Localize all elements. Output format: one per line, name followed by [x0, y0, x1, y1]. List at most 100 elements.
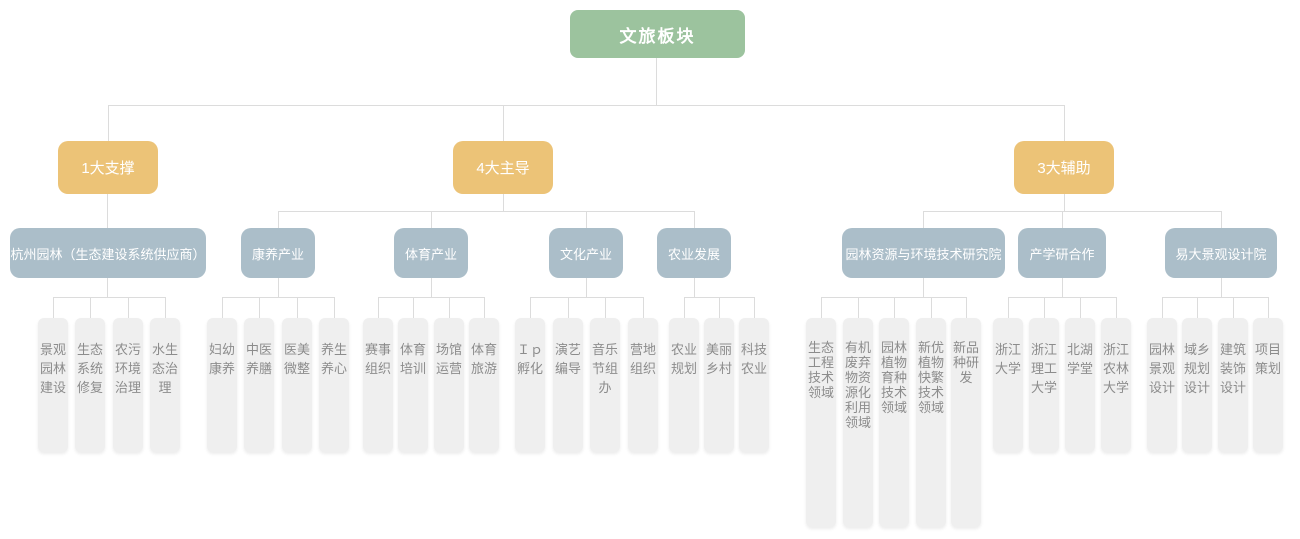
connector-line	[1044, 297, 1045, 318]
connector-line	[53, 297, 54, 318]
connector-line	[297, 297, 298, 318]
connector-line	[431, 211, 432, 228]
leaf-node: 营地组织	[628, 318, 658, 452]
leaf-node: 生态工程技术领域	[806, 318, 836, 527]
leaf-node: 生态系统修复	[75, 318, 105, 452]
leaf-node: 园林植物育种技术领域	[879, 318, 909, 527]
connector-line	[1080, 297, 1081, 318]
connector-line	[334, 297, 335, 318]
leaf-node: 浙江大学	[993, 318, 1023, 452]
connector-line	[222, 297, 223, 318]
connector-line	[484, 297, 485, 318]
connector-line	[278, 278, 279, 297]
connector-line	[503, 194, 504, 211]
connector-line	[923, 211, 924, 228]
connector-line	[923, 278, 924, 297]
leaf-node: 演艺编导	[553, 318, 583, 452]
leaf-node: 中医养膳	[244, 318, 274, 452]
connector-line	[754, 297, 755, 318]
leaf-node: 音乐节组办	[590, 318, 620, 452]
leaf-node: 医美微整	[282, 318, 312, 452]
connector-line	[431, 278, 432, 297]
section-node-health-industry: 康养产业	[241, 228, 315, 278]
leaf-node: 建筑装饰设计	[1218, 318, 1248, 452]
leaf-node: 新品种研发	[951, 318, 981, 527]
connector-line	[259, 297, 260, 318]
connector-line	[1116, 297, 1117, 318]
connector-line	[1162, 297, 1268, 298]
connector-line	[378, 297, 379, 318]
leaf-node: 域乡规划设计	[1182, 318, 1212, 452]
connector-line	[165, 297, 166, 318]
connector-line	[1221, 278, 1222, 297]
section-node-culture-industry: 文化产业	[549, 228, 623, 278]
connector-line	[821, 297, 966, 298]
leaf-node: 浙江理工大学	[1029, 318, 1059, 452]
connector-line	[931, 297, 932, 318]
connector-line	[966, 297, 967, 318]
connector-line	[503, 105, 504, 141]
connector-line	[1062, 278, 1063, 297]
leaf-node: 体育旅游	[469, 318, 499, 452]
branch-node-support: 1大支撑	[58, 141, 158, 194]
connector-line	[378, 297, 484, 298]
connector-line	[643, 297, 644, 318]
connector-line	[1062, 211, 1063, 228]
root-node: 文旅板块	[570, 10, 745, 58]
branch-node-leading: 4大主导	[453, 141, 553, 194]
leaf-node: 科技农业	[739, 318, 769, 452]
connector-line	[530, 297, 531, 318]
section-node-sports-industry: 体育产业	[394, 228, 468, 278]
connector-line	[684, 297, 685, 318]
leaf-node: 园林景观设计	[1147, 318, 1177, 452]
leaf-node: Ｉｐ孵化	[515, 318, 545, 452]
connector-line	[1221, 211, 1222, 228]
branch-node-auxiliary: 3大辅助	[1014, 141, 1114, 194]
connector-line	[278, 211, 279, 228]
leaf-node: 养生养心	[319, 318, 349, 452]
connector-line	[1268, 297, 1269, 318]
leaf-node: 农污环境治理	[113, 318, 143, 452]
connector-line	[1197, 297, 1198, 318]
connector-line	[1008, 297, 1009, 318]
connector-line	[719, 297, 720, 318]
connector-line	[821, 297, 822, 318]
leaf-node: 有机废弃物资源化利用领域	[843, 318, 873, 527]
connector-line	[894, 297, 895, 318]
connector-line	[1008, 297, 1116, 298]
leaf-node: 景观园林建设	[38, 318, 68, 452]
connector-line	[53, 297, 165, 298]
leaf-node: 体育培训	[398, 318, 428, 452]
connector-line	[222, 297, 334, 298]
connector-line	[656, 58, 657, 105]
connector-line	[278, 211, 694, 212]
connector-line	[923, 211, 1221, 212]
connector-line	[128, 297, 129, 318]
connector-line	[449, 297, 450, 318]
leaf-node: 北湖学堂	[1065, 318, 1095, 452]
connector-line	[413, 297, 414, 318]
leaf-node: 场馆运营	[434, 318, 464, 452]
leaf-node: 新优植物快繁技术领域	[916, 318, 946, 527]
connector-line	[107, 278, 108, 297]
connector-line	[1233, 297, 1234, 318]
connector-line	[107, 194, 108, 228]
section-node-design-institute: 易大景观设计院	[1165, 228, 1277, 278]
connector-line	[90, 297, 91, 318]
connector-line	[586, 278, 587, 297]
leaf-node: 水生态治理	[150, 318, 180, 452]
section-node-hangzhou-garden: 杭州园林（生态建设系统供应商）	[10, 228, 206, 278]
connector-line	[108, 105, 109, 141]
leaf-node: 农业规划	[669, 318, 699, 452]
section-node-research-institute: 园林资源与环境技术研究院	[842, 228, 1005, 278]
connector-line	[694, 278, 695, 297]
connector-line	[1064, 194, 1065, 211]
connector-line	[108, 105, 1064, 106]
connector-line	[858, 297, 859, 318]
connector-line	[1064, 105, 1065, 141]
connector-line	[1162, 297, 1163, 318]
connector-line	[530, 297, 643, 298]
connector-line	[694, 211, 695, 228]
leaf-node: 美丽乡村	[704, 318, 734, 452]
